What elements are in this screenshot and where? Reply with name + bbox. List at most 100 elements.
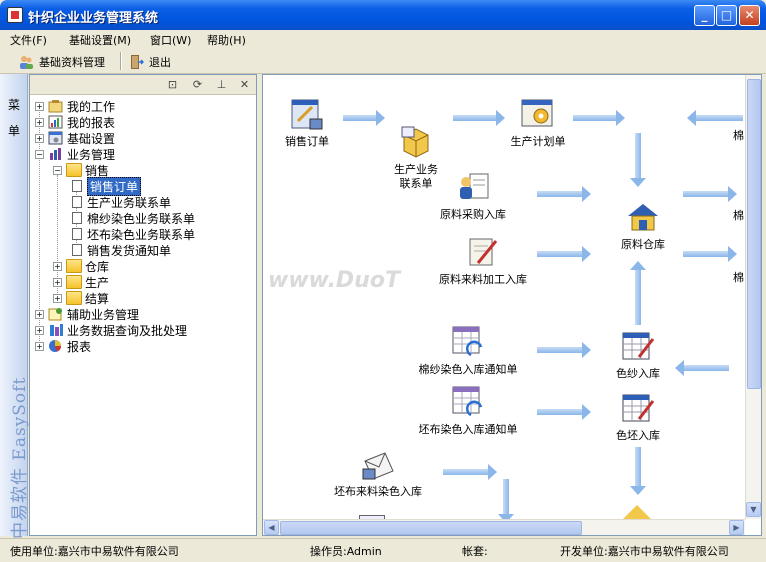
tree-item-sales-order[interactable]: 销售订单: [72, 176, 142, 196]
flow-arrow: [537, 186, 591, 202]
flow-arrow: [443, 464, 497, 480]
tree-item-my-reports[interactable]: + 我的报表: [35, 114, 115, 130]
menu-basic-settings[interactable]: 基础设置(M): [69, 34, 132, 47]
flow-raw-warehouse[interactable]: 原料仓库: [608, 200, 678, 252]
tree-item-auxiliary[interactable]: + 辅助业务管理: [35, 306, 139, 322]
flow-sales-order[interactable]: 销售订单: [277, 97, 337, 149]
flow-arrow: [683, 186, 737, 202]
edge-label: 棉: [733, 271, 744, 284]
flow-production-plan[interactable]: 生产计划单: [498, 97, 578, 149]
status-developer: 开发单位:嘉兴市中易软件有限公司: [560, 545, 729, 558]
data-query-icon: [48, 323, 64, 337]
tree-item-warehouse[interactable]: + 仓库: [53, 258, 109, 274]
expand-icon[interactable]: +: [35, 101, 44, 111]
close-panel-icon[interactable]: ✕: [239, 78, 250, 91]
exit-door-icon: [128, 54, 145, 70]
expand-icon[interactable]: +: [53, 261, 62, 271]
minimize-button[interactable]: _: [694, 5, 715, 26]
gear-window-icon: [521, 97, 555, 131]
expand-icon[interactable]: +: [35, 133, 44, 143]
business-chart-icon: [48, 147, 64, 161]
flow-color-fabric-in[interactable]: 色坯入库: [608, 391, 668, 443]
tree-item-label: 销售: [85, 163, 110, 178]
horizontal-scrollbar[interactable]: ◀ ▶: [263, 519, 745, 535]
expand-icon[interactable]: +: [35, 309, 44, 319]
grid-form-icon: [451, 325, 485, 359]
folder-icon: [66, 259, 82, 273]
exit-button[interactable]: 退出: [128, 52, 171, 72]
flow-raw-processing-in[interactable]: 原料来料加工入库: [423, 235, 543, 287]
menu-bar: 文件(F) 基础设置(M) 窗口(W) 帮助(H): [0, 30, 766, 48]
document-icon: [72, 212, 82, 224]
partial-warehouse-icon: [623, 505, 651, 519]
flow-arrow: [537, 404, 591, 420]
edge-label: 棉: [733, 129, 744, 142]
tree-item-label: 仓库: [85, 259, 110, 274]
flow-label: 生产业务 联系单: [394, 163, 438, 190]
toolbar-separator: [120, 52, 122, 70]
flow-label: 坯布来料染色入库: [334, 485, 422, 498]
collapse-icon[interactable]: −: [35, 149, 44, 159]
view-icon[interactable]: ⊡: [167, 78, 178, 91]
tree-item-production[interactable]: + 生产: [53, 274, 109, 290]
pin-icon[interactable]: ⊥: [216, 78, 227, 91]
watermark-text: www.DuoT: [268, 268, 400, 293]
maximize-button[interactable]: □: [716, 5, 737, 26]
expand-icon[interactable]: +: [35, 117, 44, 127]
basic-data-button[interactable]: 基础资料管理: [18, 52, 105, 72]
flow-raw-purchase-in[interactable]: 原料采购入库: [423, 170, 523, 222]
scroll-left-button[interactable]: ◀: [264, 520, 279, 535]
folder-icon: [66, 275, 82, 289]
tree-item-fabric-dye-contact[interactable]: 坯布染色业务联系单: [72, 226, 195, 242]
tree-item-delivery-notice[interactable]: 销售发货通知单: [72, 242, 171, 258]
flow-arrow: [630, 261, 646, 325]
tree-item-my-work[interactable]: + 我的工作: [35, 98, 115, 114]
expand-icon[interactable]: +: [35, 341, 44, 351]
flow-arrow: [630, 133, 646, 187]
scroll-right-button[interactable]: ▶: [729, 520, 744, 535]
flow-color-yarn-in[interactable]: 色纱入库: [608, 329, 668, 381]
flow-fabric-material-dye-in[interactable]: 坯布来料染色入库: [318, 447, 438, 499]
document-icon: [72, 228, 82, 240]
refresh-icon[interactable]: ⟳: [192, 78, 203, 91]
side-tab-label: 菜单: [8, 98, 21, 138]
tree-item-sales[interactable]: − 销售: [53, 162, 109, 178]
flow-label: 销售订单: [285, 135, 329, 148]
menu-window[interactable]: 窗口(W): [150, 34, 192, 47]
tree-item-basic-settings[interactable]: + 基础设置: [35, 130, 115, 146]
flow-yarn-dye-notice[interactable]: 棉纱染色入库通知单: [403, 325, 533, 377]
scrollbar-thumb[interactable]: [280, 521, 582, 535]
collapse-icon[interactable]: −: [53, 165, 62, 175]
tree-item-label: 业务数据查询及批处理: [67, 323, 188, 338]
basic-data-label: 基础资料管理: [39, 56, 105, 69]
expand-icon[interactable]: +: [35, 325, 44, 335]
vertical-scrollbar[interactable]: ▼: [745, 75, 761, 519]
scroll-down-button[interactable]: ▼: [746, 502, 761, 517]
expand-icon[interactable]: +: [53, 293, 62, 303]
warehouse-house-icon: [626, 200, 660, 234]
status-operator: 操作员:Admin: [310, 545, 382, 558]
tree-item-label: 辅助业务管理: [67, 307, 140, 322]
tree-item-data-query[interactable]: + 业务数据查询及批处理: [35, 322, 187, 338]
table-edit-icon: [621, 329, 655, 363]
tree-item-settlement[interactable]: + 结算: [53, 290, 109, 306]
expand-icon[interactable]: +: [53, 277, 62, 287]
flow-label: 坯布染色入库通知单: [418, 423, 518, 436]
edit-form-icon: [466, 235, 500, 269]
menu-side-tab[interactable]: 菜单 中易软件 EasySoft: [0, 74, 30, 539]
flow-production-contact[interactable]: 生产业务 联系单: [381, 97, 451, 191]
flow-arrow: [630, 447, 646, 495]
flow-arrow: [573, 110, 625, 126]
close-button[interactable]: ✕: [739, 5, 760, 26]
menu-help[interactable]: 帮助(H): [207, 34, 246, 47]
menu-file[interactable]: 文件(F): [10, 34, 47, 47]
flow-arrow: [498, 479, 514, 523]
tree-item-yarn-dye-contact[interactable]: 棉纱染色业务联系单: [72, 210, 195, 226]
sales-order-icon: [290, 97, 324, 131]
flow-fabric-dye-notice[interactable]: 坯布染色入库通知单: [403, 385, 533, 437]
tree-item-production-contact[interactable]: 生产业务联系单: [72, 194, 171, 210]
scrollbar-thumb[interactable]: [747, 79, 761, 389]
document-icon: [72, 180, 82, 192]
tree-item-reports[interactable]: + 报表: [35, 338, 91, 354]
tree-item-business-management[interactable]: − 业务管理: [35, 146, 115, 162]
